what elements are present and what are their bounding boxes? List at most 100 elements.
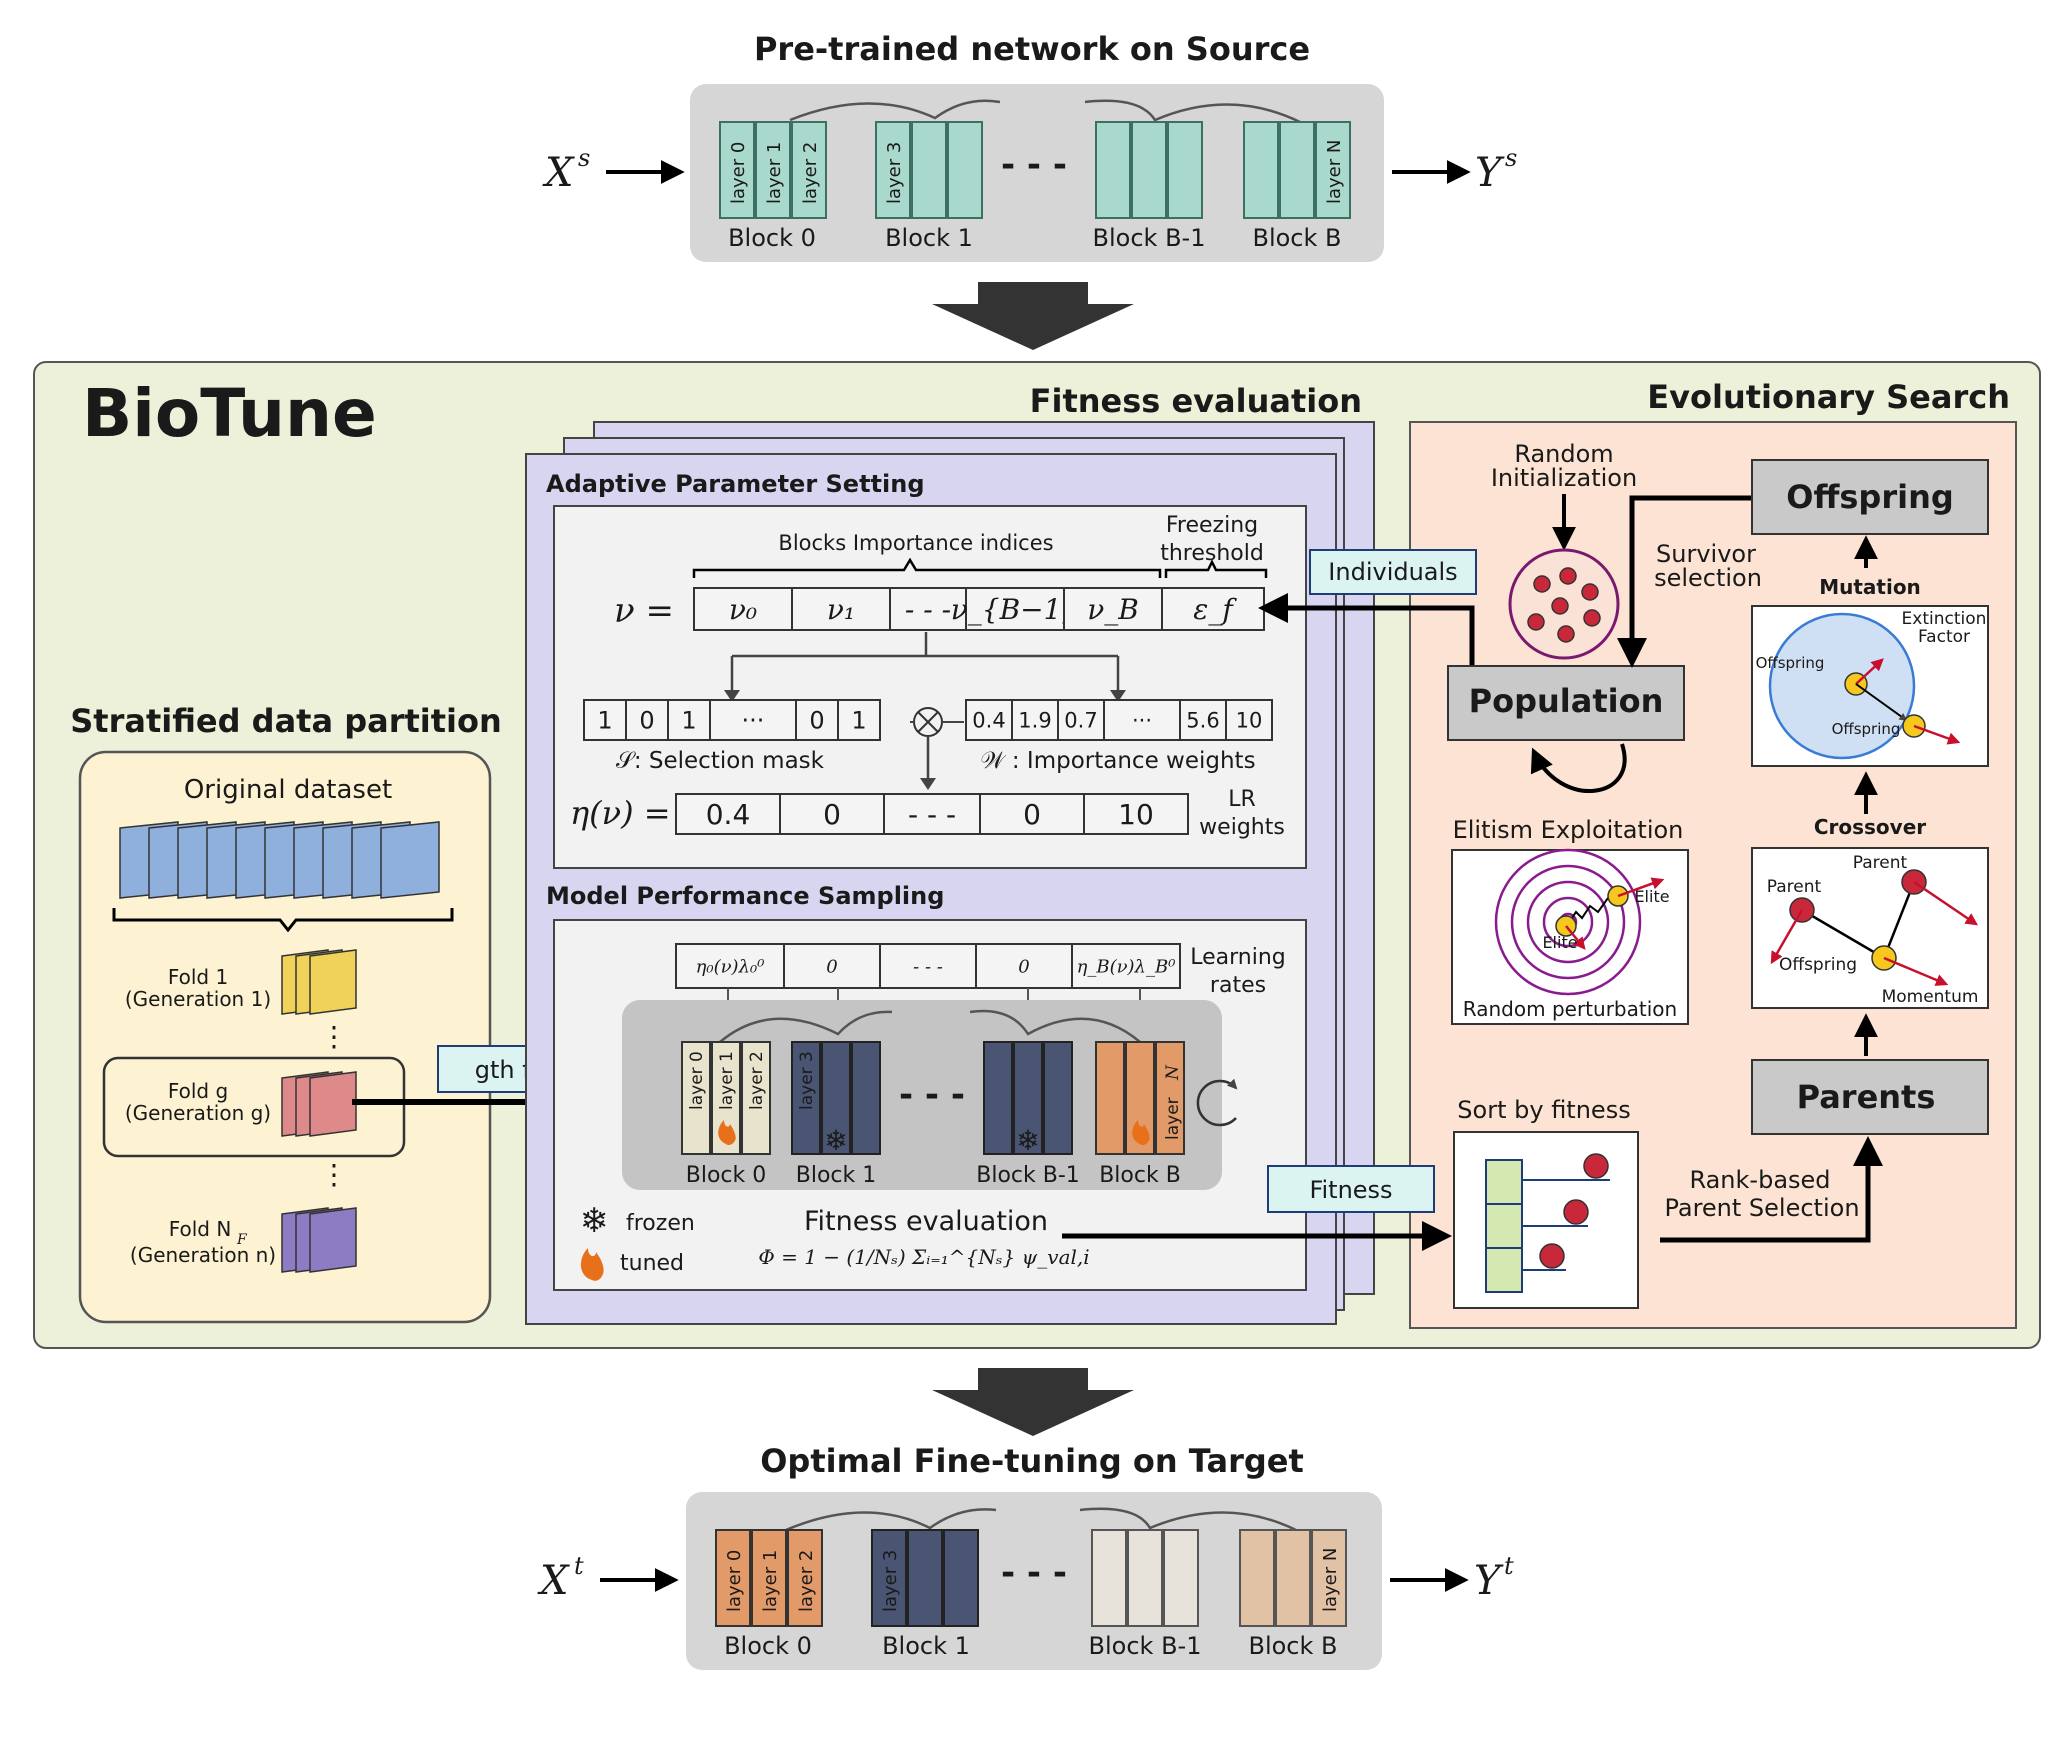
- crossover-label: Crossover: [1814, 815, 1926, 839]
- mutation-arrow: [1913, 724, 1961, 745]
- vector-cell: [1083, 793, 1189, 835]
- legend-tuned: tuned: [620, 1251, 684, 1276]
- rank-selection-arrow: [1660, 1136, 1883, 1243]
- fitness-formula: Φ = 1 − (1/Nₛ) Σᵢ₌₁^{Nₛ} ψ_val,i: [758, 1245, 1089, 1269]
- layer-label: layer 0: [687, 1051, 707, 1110]
- pretrained-input-sup: s: [578, 144, 590, 172]
- extinction-label: Extinction: [1902, 609, 1987, 629]
- weights-label: 𝒲 : Importance weights: [980, 748, 1255, 774]
- pretrained-output-symbol: Y: [1475, 150, 1505, 196]
- mps-block-1: layer 3 ❄ Block 1: [791, 1041, 881, 1188]
- perturbation-arrow: [1565, 925, 1586, 950]
- block-label: Block B-1: [1089, 1632, 1202, 1660]
- block-label: Block 1: [885, 224, 973, 252]
- learning-rates-label: rates: [1210, 973, 1266, 998]
- loop-arrow-icon: [1530, 743, 1627, 794]
- ellipsis: - - -: [899, 1075, 965, 1115]
- brace: [692, 557, 1162, 578]
- skip-connection: [789, 99, 1001, 122]
- fold-sheet: [309, 949, 357, 1015]
- target-input-sup: t: [574, 1552, 584, 1580]
- snowflake-icon: ❄: [1016, 1124, 1039, 1157]
- vector-cell-value: 1.9: [1018, 709, 1051, 733]
- mutation-arrow: [1855, 658, 1884, 685]
- layer-label: layer N: [1320, 1548, 1341, 1612]
- pretrained-output: Y s: [1392, 144, 1517, 196]
- block-label: Block 0: [728, 224, 816, 252]
- vector-cell-value: 0: [809, 707, 824, 735]
- target-block-b: layer N Block B: [1239, 1529, 1347, 1660]
- brace: [1164, 559, 1268, 578]
- mps-block-b: layer N Block B: [1095, 1041, 1185, 1188]
- offspring-small-label: Offspring: [1756, 654, 1825, 672]
- down-arrow-icon: [932, 1368, 1134, 1436]
- dataset-stack: [119, 821, 440, 899]
- vector-cell-value: - - -: [905, 593, 951, 626]
- vector-cell-value: ···: [1132, 709, 1152, 733]
- pretrained-block-0: layer 0 layer 1 layer 2 Block 0: [719, 121, 827, 252]
- vector-cell: [1071, 943, 1181, 989]
- layer-label: layer: [1163, 1097, 1183, 1140]
- fold-g: Fold g (Generation g): [102, 1056, 406, 1158]
- sorted-list: [1485, 1153, 1610, 1293]
- partition-title: Stratified data partition: [70, 702, 502, 740]
- target-output: Y t: [1390, 1552, 1514, 1604]
- population-label: Population: [1469, 682, 1664, 720]
- skip-connection: [719, 1010, 893, 1043]
- mps-block-0: layer 0 layer 1 layer 2 Block 0: [681, 1041, 771, 1188]
- perturbation-path: [1567, 897, 1609, 925]
- fold-label: Fold N: [169, 1217, 232, 1241]
- fold-label: Fold g: [168, 1079, 228, 1103]
- layer-label: layer 3: [884, 142, 905, 204]
- mutation-label: Mutation: [1819, 575, 1921, 599]
- pretrained-output-sup: s: [1505, 144, 1517, 172]
- momentum-arrow: [1770, 909, 1804, 965]
- momentum-label: Momentum: [1882, 987, 1979, 1007]
- layer-label: layer 0: [724, 1550, 745, 1612]
- evo-section-title: Evolutionary Search: [1647, 378, 2010, 416]
- vector-cell-value: 1: [851, 707, 866, 735]
- vector-cell: [883, 793, 981, 835]
- arrowhead-icon: [1110, 690, 1126, 702]
- loop-arrow-icon: [1196, 1078, 1238, 1127]
- vector-cell: [693, 587, 793, 631]
- aps-title: Adaptive Parameter Setting: [546, 470, 925, 498]
- vector-cell-value: ···: [742, 707, 765, 735]
- pretrained-input-symbol: X: [542, 150, 575, 196]
- skip-connection: [785, 1508, 997, 1532]
- vector-cell-value: ν_{B−1}: [951, 593, 1080, 626]
- offspring-box[interactable]: [1751, 459, 1989, 535]
- random-init-label: Initialization: [1491, 464, 1637, 492]
- vector-cell-value: 0: [823, 798, 841, 831]
- legend-frozen: frozen: [626, 1211, 695, 1236]
- parents-box[interactable]: [1751, 1059, 1989, 1135]
- block-label: Block B-1: [976, 1163, 1080, 1188]
- vector-cell: [795, 699, 839, 741]
- layer-label: layer 2: [796, 1550, 817, 1612]
- crossover-line: [1882, 881, 1916, 959]
- population-box[interactable]: [1447, 665, 1685, 741]
- skip-connection: [969, 1009, 1141, 1043]
- skip-connection: [1079, 1507, 1297, 1532]
- parent-label: Parent: [1853, 853, 1908, 873]
- fold-1: Fold 1 (Generation 1): [125, 949, 357, 1015]
- elite-label: Elite: [1634, 887, 1669, 906]
- block-label: Block B-1: [1093, 224, 1206, 252]
- flame-icon: [718, 1120, 736, 1146]
- vector-cell-value: η₀(ν)λ₀⁰: [696, 956, 765, 977]
- mask-label: 𝒮: Selection mask: [616, 748, 825, 774]
- pretrained-title: Pre-trained network on Source: [754, 30, 1310, 68]
- vector-cell: [625, 699, 669, 741]
- survivor-label: Survivor: [1656, 540, 1756, 568]
- layer-label: layer 2: [747, 1051, 767, 1110]
- individuals-arrow: [1258, 593, 1475, 666]
- mutation-arrow: [1855, 683, 1908, 721]
- survivor-arrow: [1617, 495, 1752, 668]
- ellipsis: - - -: [1001, 145, 1067, 185]
- pretrained-block-1: layer 3 Block 1: [875, 121, 983, 252]
- vector-cell: [879, 943, 977, 989]
- skip-connection: [1084, 99, 1301, 124]
